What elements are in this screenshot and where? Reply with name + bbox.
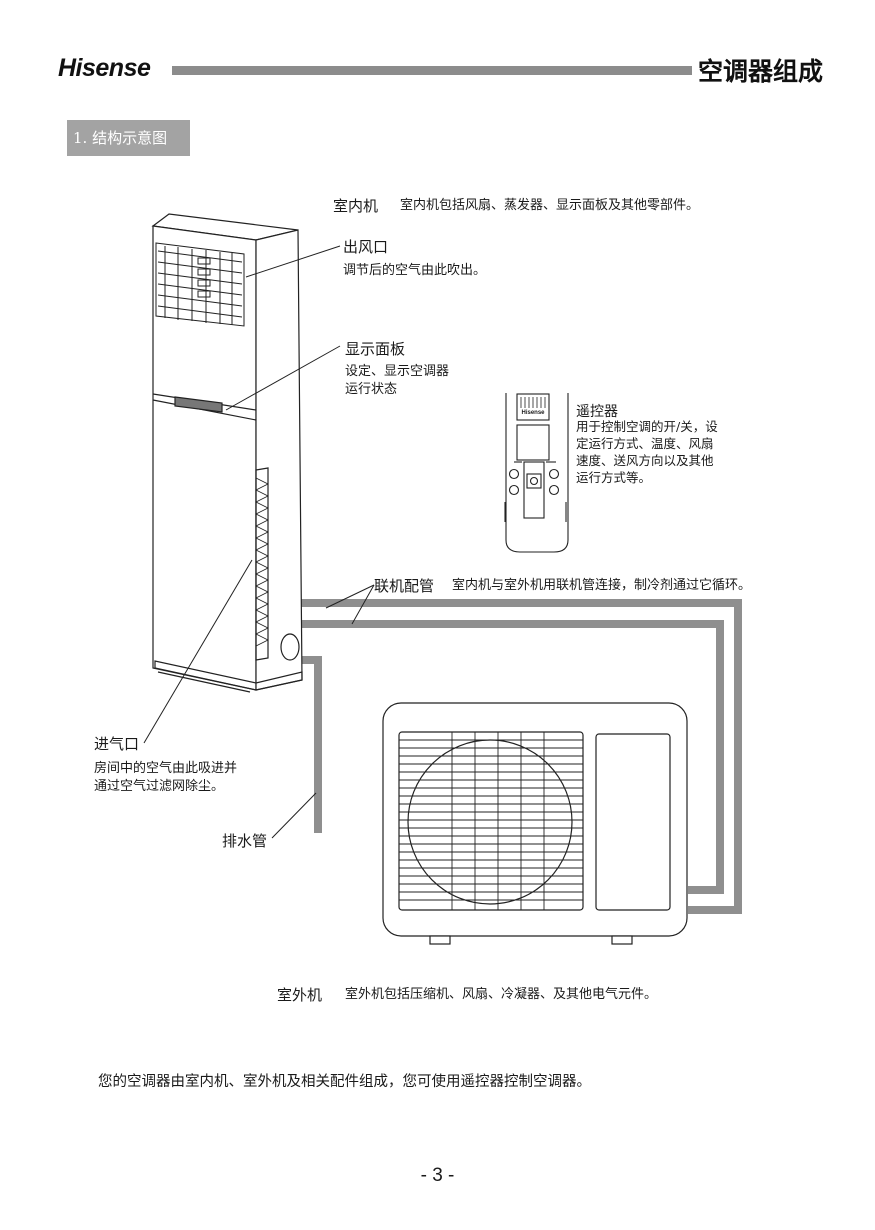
connecting-pipe-desc: 室内机与室外机用联机管连接，制冷剂通过它循环。 (452, 578, 752, 593)
display-panel-label: 显示面板 (345, 340, 406, 358)
page-title: 空调器组成 (698, 57, 824, 86)
header-rule (172, 66, 692, 75)
connecting-pipes (300, 599, 742, 914)
display-panel-desc: 设定、显示空调器 运行状态 (345, 364, 450, 397)
outdoor-unit-desc: 室外机包括压缩机、风扇、冷凝器、及其他电气元件。 (345, 987, 658, 1002)
outdoor-unit-label: 室外机 (277, 986, 323, 1004)
outdoor-unit-drawing (382, 702, 688, 945)
remote-label: 遥控器 (576, 404, 618, 420)
connecting-pipe-label: 联机配管 (374, 577, 435, 595)
air-inlet-desc: 房间中的空气由此吸进并 通过空气过滤网除尘。 (94, 761, 238, 794)
indoor-unit-desc: 室内机包括风扇、蒸发器、显示面板及其他零部件。 (400, 198, 700, 213)
remote-desc: 用于控制空调的开/关，设 定运行方式、温度、风扇 速度、送风方向以及其他 运行方… (576, 419, 718, 485)
air-inlet-label: 进气口 (94, 735, 140, 753)
drain-pipe-label: 排水管 (222, 832, 268, 850)
drain-pipe-shape (300, 656, 322, 833)
air-outlet-desc: 调节后的空气由此吹出。 (343, 263, 487, 278)
remote-control-drawing (504, 393, 569, 553)
section-heading: 1. 结构示意图 (67, 120, 190, 156)
remote-brand: Hisense (521, 410, 545, 416)
air-outlet-label: 出风口 (343, 238, 389, 256)
intro-paragraph: 您的空调器由室内机、室外机及相关配件组成，您可使用遥控器控制空调器。 (98, 1074, 591, 1090)
indoor-unit-label: 室内机 (333, 197, 379, 215)
page-number: - 3 - (420, 1165, 455, 1186)
brand-logo: Hisense (58, 54, 151, 82)
indoor-unit-drawing (151, 213, 303, 693)
leader-lines (143, 245, 375, 839)
